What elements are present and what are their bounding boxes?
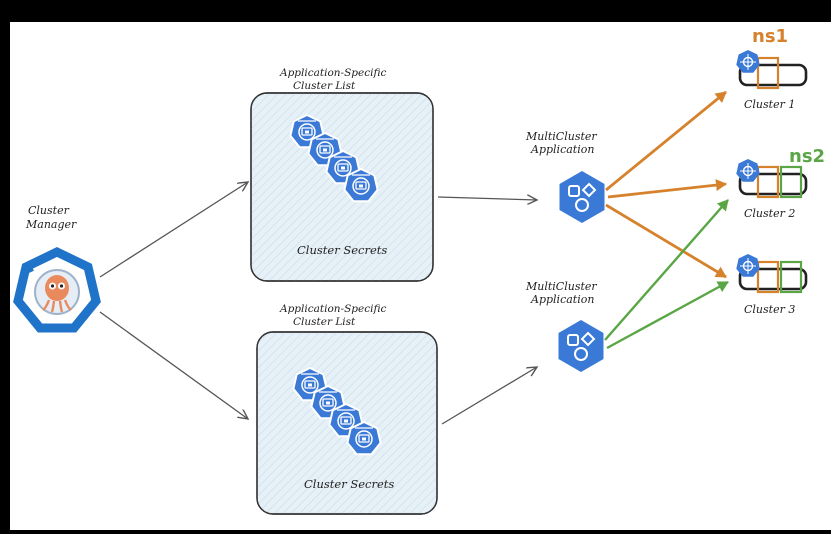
cluster-3: Cluster 3 [735, 253, 808, 316]
arrow-app2-cluster2 [604, 199, 729, 341]
diagram-svg: Cluster Manager Application-Specific Clu… [13, 26, 825, 515]
argo-logo-icon [13, 247, 101, 333]
arrow-app2-cluster3 [606, 280, 729, 350]
app1-label-1: MultiCluster [525, 130, 597, 143]
cluster-3-label: Cluster 3 [744, 303, 795, 316]
top-group-title-1: Application-Specific [279, 67, 386, 79]
ns1-box-cluster-2 [756, 165, 780, 199]
cluster-manager-label-1: Cluster [28, 204, 70, 217]
bottom-group-title-1: Application-Specific [279, 303, 386, 315]
bottom-cluster-secrets-label: Cluster Secrets [304, 477, 394, 491]
arrow-manager-top [99, 182, 248, 278]
arrow-bottom-list-to-app [441, 367, 537, 425]
cluster-2-node [738, 172, 808, 196]
ns2-box-cluster-3 [779, 260, 803, 294]
arrow-top-list-to-app [437, 197, 537, 200]
cluster-1-label: Cluster 1 [744, 98, 795, 111]
cluster-3-node [738, 267, 808, 291]
top-cluster-secrets-label: Cluster Secrets [297, 243, 387, 257]
ns1-box-cluster-3 [756, 260, 780, 294]
cluster-manager-label-2: Manager [25, 218, 77, 231]
cluster-2-label: Cluster 2 [744, 207, 795, 220]
arrow-manager-bottom [99, 311, 248, 419]
ns2-box-cluster-2 [779, 165, 803, 199]
bottom-group-title-2: Cluster List [293, 316, 356, 328]
arrow-app1-cluster1 [605, 90, 727, 192]
ns1-box-cluster-1 [756, 56, 780, 90]
cluster-2: ns2 Cluster 2 [735, 146, 825, 220]
app2-label-2: Application [530, 293, 594, 306]
multicluster-app-icon [558, 170, 606, 224]
multicluster-app-icon [557, 319, 605, 373]
arrow-app1-cluster3 [605, 203, 727, 279]
secret-badge-icon [343, 168, 379, 203]
cluster-1: ns1 Cluster 1 [735, 26, 808, 111]
app2-label-1: MultiCluster [525, 280, 597, 293]
app1-label-2: Application [530, 143, 594, 156]
diagram-canvas: Cluster Manager Application-Specific Clu… [10, 22, 831, 530]
ns2-label: ns2 [789, 146, 825, 167]
cluster-1-node [738, 63, 808, 87]
ns1-label: ns1 [752, 26, 788, 47]
arrow-app1-cluster2 [607, 179, 727, 199]
top-group-title-2: Cluster List [293, 80, 356, 92]
secret-badge-icon [346, 421, 382, 456]
